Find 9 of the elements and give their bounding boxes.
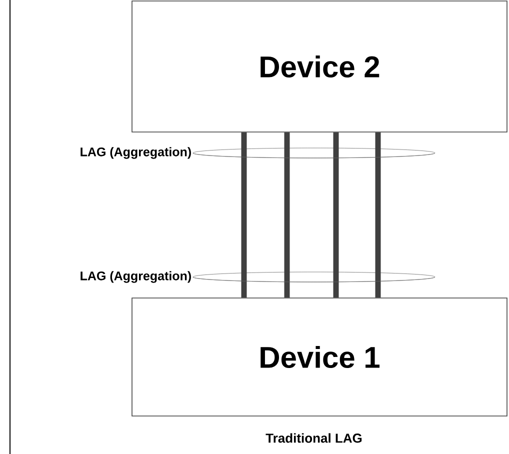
device-box: Device 2: [132, 0, 508, 132]
link-line: [375, 132, 381, 298]
link-line: [284, 132, 290, 298]
caption: Traditional LAG: [266, 433, 362, 443]
device-box: Device 1: [132, 298, 508, 416]
link-line: [241, 132, 247, 298]
node-label: LAG (Aggregation): [80, 271, 191, 283]
node-label: LAG (Aggregation): [80, 147, 191, 159]
link-line: [333, 132, 339, 298]
